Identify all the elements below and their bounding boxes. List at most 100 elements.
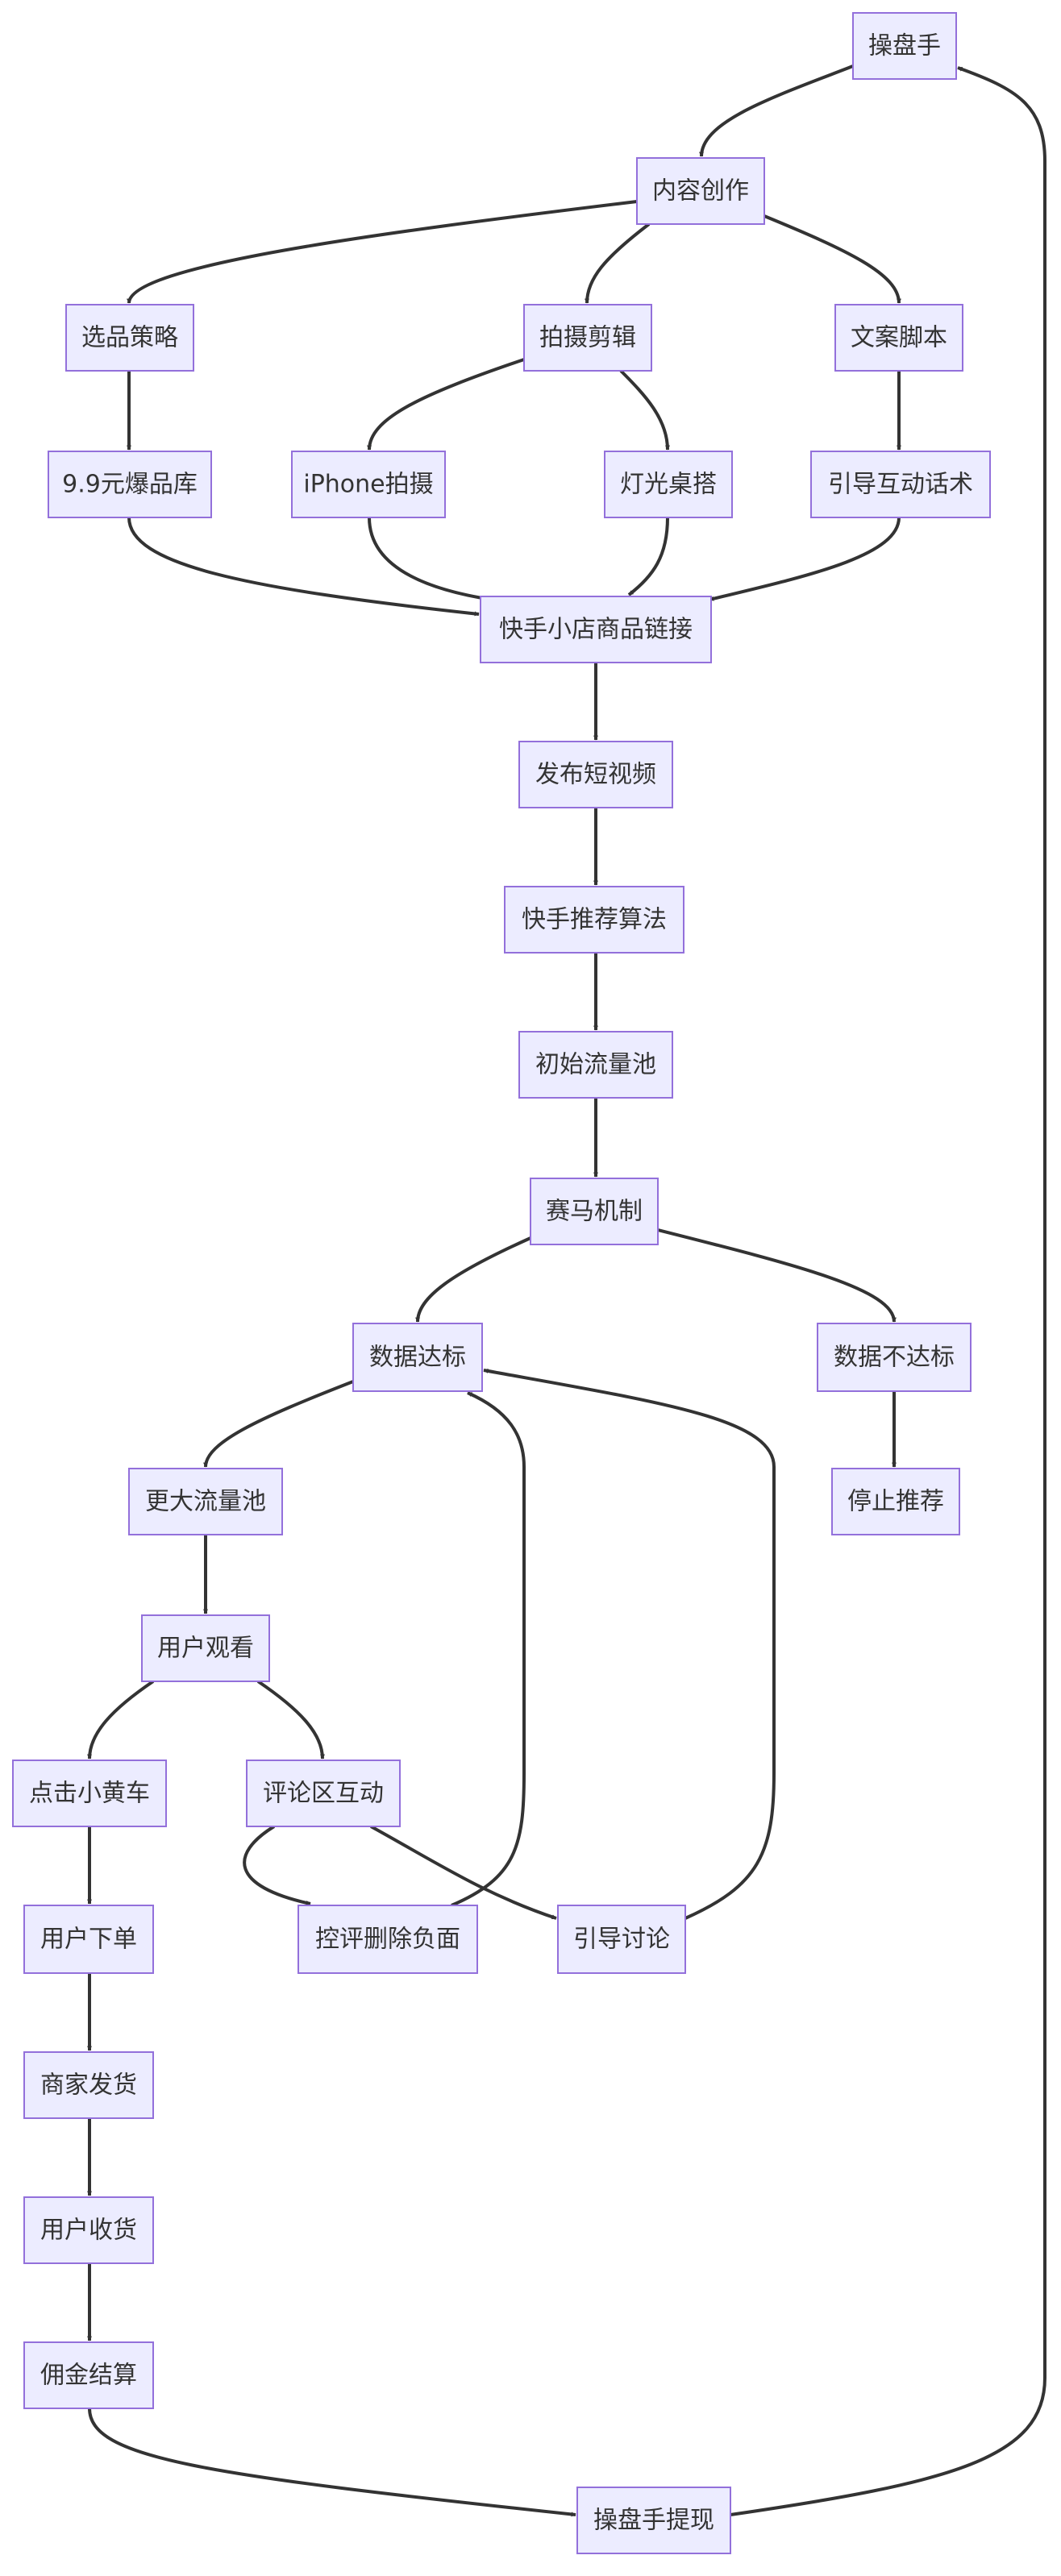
node-label: 控评删除负面: [315, 1926, 460, 1954]
flow-node-n2: 内容创作: [636, 157, 765, 225]
node-box: [246, 1760, 401, 1827]
edge-n4-to-n8: [619, 369, 670, 451]
edge-n15-to-n17: [203, 1380, 354, 1468]
node-label: 商家发货: [40, 2071, 137, 2100]
node-box: [604, 451, 733, 518]
flow-node-n12: 快手推荐算法: [504, 886, 684, 954]
flow-node-n15: 数据达标: [352, 1323, 483, 1392]
flow-node-n1: 操盘手: [852, 12, 957, 80]
node-box: [23, 1905, 154, 1974]
flow-node-n20: 点击小黄车: [12, 1760, 167, 1827]
flow-node-n21: 评论区互动: [246, 1760, 401, 1827]
flow-node-n26: 用户收货: [23, 2196, 154, 2264]
node-box: [530, 1178, 659, 1245]
node-label: 快手小店商品链接: [499, 616, 693, 644]
flow-node-n6: 9.9元爆品库: [48, 451, 212, 518]
flow-node-n25: 商家发货: [23, 2051, 154, 2119]
node-box: [23, 2341, 154, 2409]
node-label: 操盘手: [868, 32, 941, 60]
node-label: 佣金结算: [40, 2362, 137, 2390]
edge-n2-to-n5: [764, 214, 901, 304]
node-label: 初始流量池: [535, 1051, 656, 1079]
node-label: 数据不达标: [834, 1344, 955, 1372]
flow-node-n8: 灯光桌搭: [604, 451, 733, 518]
node-box: [297, 1905, 478, 1974]
node-label: 用户下单: [40, 1926, 137, 1954]
node-box: [480, 596, 712, 663]
node-box: [817, 1323, 972, 1392]
node-box: [576, 2487, 731, 2554]
node-label: 引导讨论: [573, 1926, 670, 1954]
node-box: [141, 1614, 270, 1682]
edge-n14-to-n15: [415, 1236, 531, 1323]
edge-n2-to-n3: [127, 200, 638, 304]
node-label: 赛马机制: [546, 1198, 643, 1226]
node-label: 用户观看: [157, 1635, 254, 1663]
edge-n6-to-n10: [127, 517, 480, 617]
node-box: [23, 2051, 154, 2119]
node-label: 9.9元爆品库: [62, 471, 198, 499]
edge-n9-to-n10: [709, 517, 901, 601]
edges-layer: [87, 64, 1046, 2517]
edge-n2-to-n4: [585, 222, 651, 304]
node-label: 选品策略: [81, 324, 178, 352]
node-box: [810, 451, 991, 518]
node-label: 操盘手提现: [593, 2507, 714, 2535]
edge-n28-to-n1: [730, 66, 1046, 2516]
node-box: [48, 451, 212, 518]
edge-n4-to-n7: [367, 358, 525, 451]
node-label: 停止推荐: [847, 1488, 944, 1516]
flow-node-n4: 拍摄剪辑: [523, 304, 652, 372]
flow-node-n14: 赛马机制: [530, 1178, 659, 1245]
edge-n27-to-n28: [88, 2408, 576, 2517]
edge-n7-to-n10: [368, 517, 493, 602]
flow-node-n13: 初始流量池: [518, 1031, 673, 1099]
edge-n1-to-n2: [699, 64, 854, 157]
node-label: 评论区互动: [263, 1780, 384, 1808]
node-box: [23, 2196, 154, 2264]
flow-node-n22: 用户下单: [23, 1905, 154, 1974]
flow-node-n24: 引导讨论: [557, 1905, 686, 1974]
flow-node-n19: 用户观看: [141, 1614, 270, 1682]
edge-n21-to-n23: [243, 1825, 311, 1905]
node-label: 用户收货: [40, 2217, 137, 2245]
node-box: [636, 157, 765, 225]
node-label: 点击小黄车: [29, 1780, 150, 1808]
node-box: [523, 304, 652, 372]
node-label: 快手推荐算法: [522, 906, 667, 934]
node-box: [557, 1905, 686, 1974]
node-box: [834, 304, 963, 372]
edge-n24-to-n15: [483, 1369, 776, 1920]
node-box: [352, 1323, 483, 1392]
node-box: [518, 1031, 673, 1099]
flow-node-n10: 快手小店商品链接: [480, 596, 712, 663]
edge-n8-to-n10: [627, 517, 669, 596]
flow-node-n11: 发布短视频: [518, 741, 673, 808]
flow-node-n16: 数据不达标: [817, 1323, 972, 1392]
flow-node-n17: 更大流量池: [128, 1468, 283, 1535]
edge-n19-to-n21: [256, 1680, 325, 1760]
flow-node-n23: 控评删除负面: [297, 1905, 478, 1974]
node-box: [291, 451, 446, 518]
node-label: 文案脚本: [851, 324, 947, 352]
flow-node-n5: 文案脚本: [834, 304, 963, 372]
node-label: 拍摄剪辑: [539, 324, 636, 352]
flow-node-n28: 操盘手提现: [576, 2487, 731, 2554]
node-box: [128, 1468, 283, 1535]
node-label: 引导互动话术: [828, 471, 973, 499]
node-box: [12, 1760, 167, 1827]
flow-node-n27: 佣金结算: [23, 2341, 154, 2409]
node-label: 发布短视频: [535, 761, 656, 789]
node-label: 数据达标: [369, 1344, 466, 1372]
node-box: [831, 1468, 960, 1535]
edge-n14-to-n16: [657, 1228, 897, 1323]
node-label: 更大流量池: [145, 1488, 266, 1516]
node-box: [65, 304, 194, 372]
node-label: 灯光桌搭: [620, 471, 717, 499]
edge-n19-to-n20: [87, 1680, 155, 1760]
flow-node-n7: iPhone拍摄: [291, 451, 446, 518]
node-box: [504, 886, 684, 954]
flow-node-n3: 选品策略: [65, 304, 194, 372]
